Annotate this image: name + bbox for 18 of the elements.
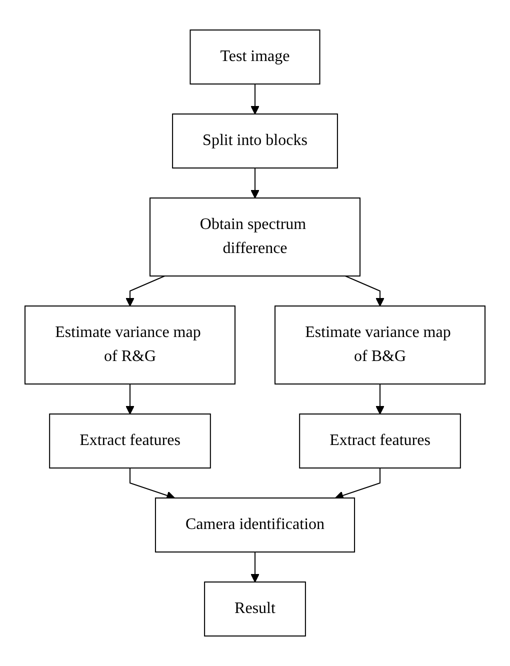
node-box: Camera identification [154,498,356,552]
node-box: Estimate variance map of B&G [274,306,486,384]
arrow [334,468,380,500]
node-box: Split into blocks [172,114,338,168]
node-box: Extract features [299,414,461,468]
arrow [344,276,384,306]
arrow [250,168,260,198]
arrow [126,276,166,306]
node-box: Estimate variance map of R&G [24,306,236,384]
arrow [376,384,384,414]
node-box: Obtain spectrum difference [150,198,360,276]
node-box: Extract features [49,414,211,468]
arrow [250,552,260,582]
arrow [130,468,176,500]
arrow [126,384,134,414]
arrow [250,84,260,114]
node-box: Result [204,582,306,636]
node-box: Test image [190,30,320,84]
